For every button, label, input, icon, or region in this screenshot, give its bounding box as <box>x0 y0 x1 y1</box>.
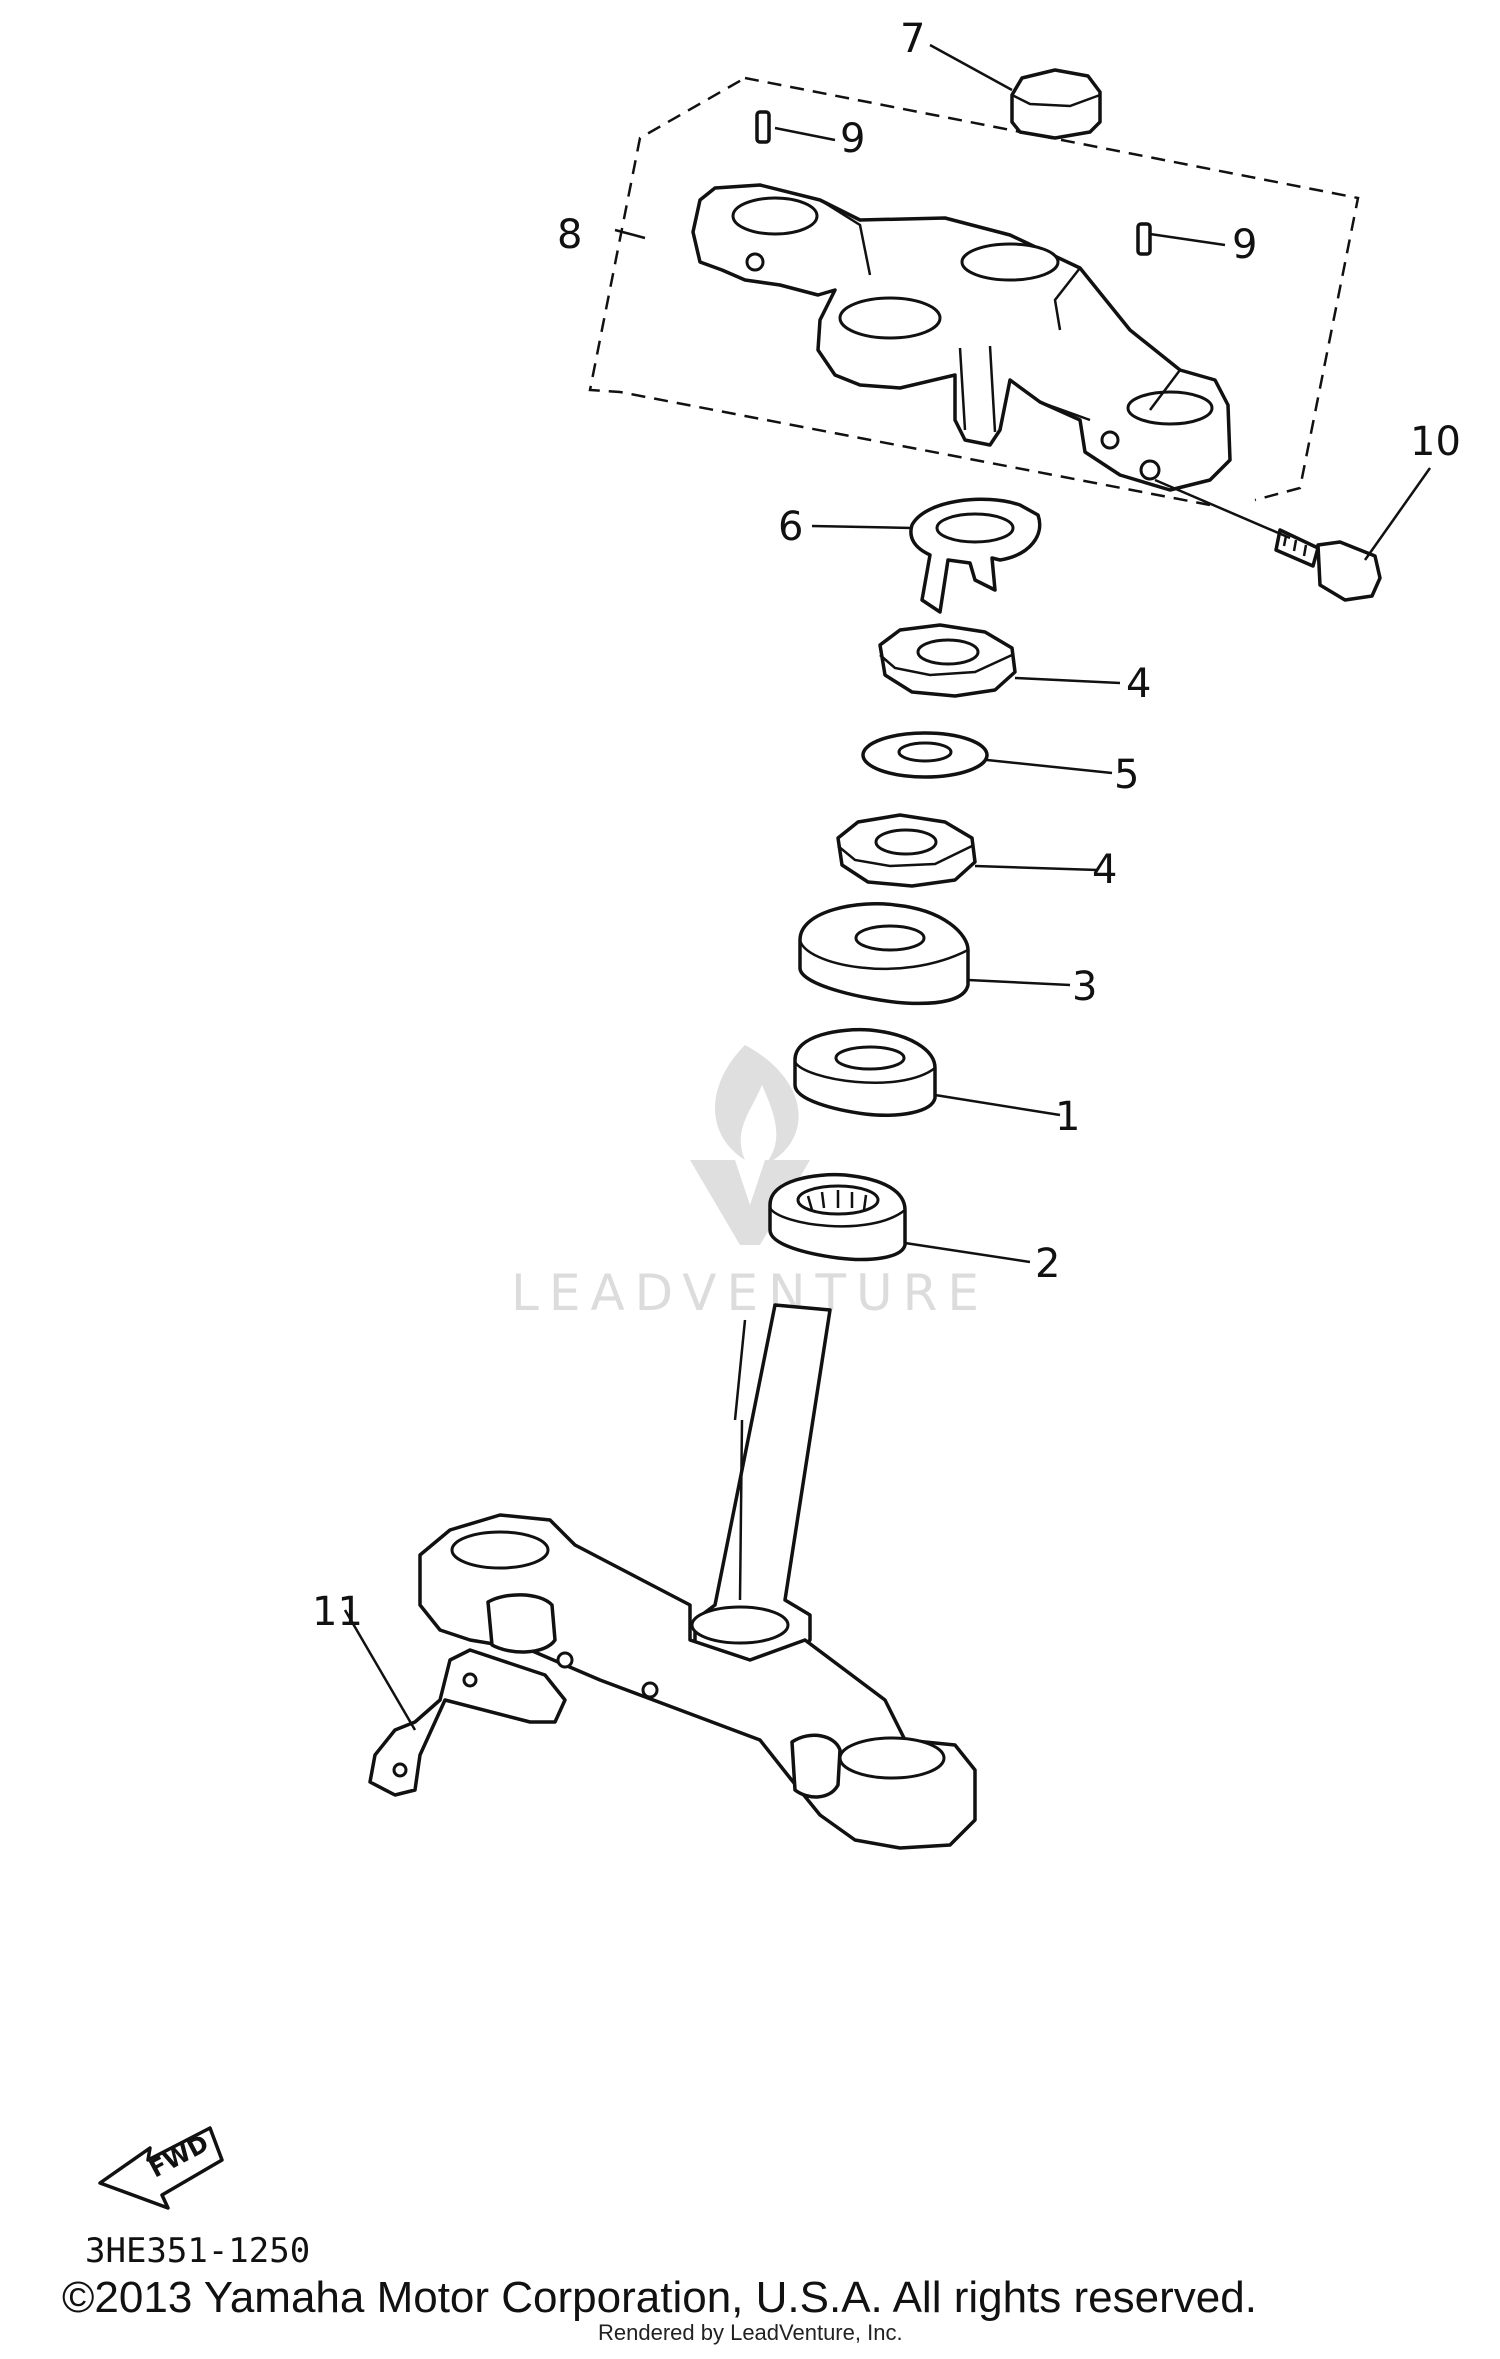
rendered-by-text: Rendered by LeadVenture, Inc. <box>598 2320 903 2345</box>
callout-6: 6 <box>778 504 803 550</box>
pin-right-part <box>1136 222 1152 256</box>
under-bracket-part <box>418 1303 977 1850</box>
callout-8: 8 <box>557 212 582 258</box>
callout-5: 5 <box>1114 752 1139 798</box>
callout-11: 11 <box>312 1589 363 1635</box>
leader-lines <box>343 43 1432 1731</box>
callout-4-upper: 4 <box>1126 661 1151 707</box>
watermark-flame-icon <box>715 1045 799 1165</box>
watermark-text: LEADVENTURE <box>511 1264 989 1322</box>
callout-4-lower: 4 <box>1092 847 1117 893</box>
watermark: LEADVENTURE <box>511 1045 989 1322</box>
upper-bracket-part <box>691 183 1232 492</box>
bearing-1-part <box>793 1027 937 1117</box>
washer-part <box>861 731 989 779</box>
stay-bracket-part <box>368 1648 567 1797</box>
diagram-code: 3HE351-1250 <box>85 2231 310 2271</box>
pin-left-part <box>755 110 771 144</box>
callout-7: 7 <box>900 16 925 62</box>
callout-9-right: 9 <box>1232 222 1257 268</box>
cover-bearing-part <box>798 902 970 1006</box>
callout-2: 2 <box>1035 1241 1060 1287</box>
forward-direction-arrow-icon: FWD <box>98 2126 224 2210</box>
watermark-v-icon <box>690 1160 810 1245</box>
callout-9-left: 9 <box>840 116 865 162</box>
copyright-text: ©2013 Yamaha Motor Corporation, U.S.A. A… <box>62 2273 1257 2322</box>
lock-washer-part <box>909 497 1042 614</box>
bearing-2-part <box>768 1172 907 1262</box>
bolt-part <box>1274 528 1382 602</box>
ring-nut-upper-part <box>878 623 1017 698</box>
ring-nut-lower-part <box>836 813 977 888</box>
callout-1: 1 <box>1055 1094 1080 1140</box>
callout-3: 3 <box>1072 964 1097 1010</box>
callout-10: 10 <box>1410 419 1461 465</box>
steering-stem-nut-part <box>1010 68 1102 140</box>
callouts: 7 9 8 9 10 6 4 5 4 3 1 2 11 <box>312 16 1461 1635</box>
